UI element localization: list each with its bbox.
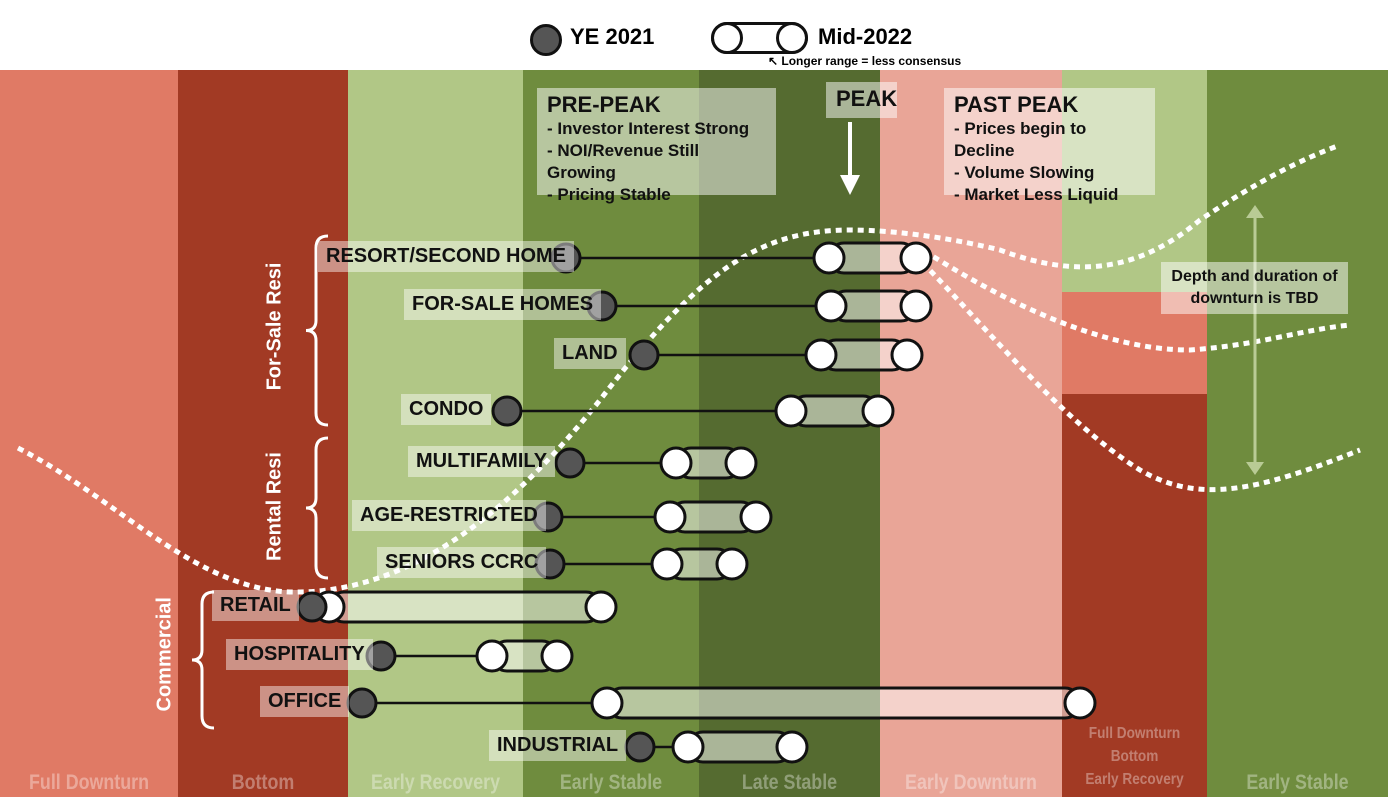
group-label-commercial: Commercial bbox=[153, 597, 176, 712]
sector-label: INDUSTRIAL bbox=[489, 730, 627, 761]
mid2022-range-start-marker bbox=[475, 639, 509, 673]
rental-resi-bracket bbox=[305, 436, 329, 580]
ye2021-marker bbox=[532, 501, 564, 533]
phase-label: Early Recovery bbox=[370, 771, 501, 794]
ye2021-marker bbox=[554, 447, 586, 479]
for-sale-resi-bracket bbox=[305, 234, 329, 427]
mid2022-range-end-marker bbox=[584, 590, 618, 624]
mid2022-range-end-marker bbox=[899, 241, 933, 275]
mid2022-range-pill bbox=[327, 590, 603, 624]
sector-label: CONDO bbox=[401, 394, 492, 425]
mid2022-range-end-marker bbox=[861, 394, 895, 428]
ye2021-marker bbox=[534, 548, 566, 580]
ye2021-marker bbox=[624, 731, 656, 763]
phase-label: Early Downturn bbox=[905, 771, 1037, 794]
mid2022-range-start-marker bbox=[774, 394, 808, 428]
past-peak-title: PAST PEAK bbox=[954, 92, 1079, 117]
market-cycle-curve bbox=[16, 142, 1341, 595]
ye2021-marker bbox=[365, 640, 397, 672]
past-peak-line: - Prices begin to Decline bbox=[954, 119, 1087, 160]
sector-label: AGE-RESTRICTED bbox=[352, 500, 546, 531]
past-peak-line: - Volume Slowing bbox=[954, 163, 1095, 182]
mid2022-range-end-marker bbox=[890, 338, 924, 372]
mid2022-range-end-marker bbox=[775, 730, 809, 764]
ye2021-marker bbox=[550, 242, 582, 274]
sector-label: RESORT/SECOND HOME bbox=[318, 241, 575, 272]
pre-peak-line: - Investor Interest Strong bbox=[547, 119, 750, 138]
mid2022-range-start-marker bbox=[812, 241, 846, 275]
past-peak-line: - Market Less Liquid bbox=[954, 185, 1119, 204]
arrow-up-icon bbox=[1246, 205, 1264, 218]
sector-label: FOR-SALE HOMES bbox=[404, 289, 602, 320]
pre-peak-line: - Pricing Stable bbox=[547, 185, 671, 204]
phase-column: Bottom bbox=[178, 70, 348, 797]
peak-callout: PEAK bbox=[826, 82, 897, 118]
mid2022-range-start-marker bbox=[804, 338, 838, 372]
phase-label: Full Downturn Bottom Early Recovery bbox=[1085, 725, 1184, 788]
phase-label: Bottom bbox=[231, 771, 295, 794]
legend-note-text: Longer range = less consensus bbox=[781, 54, 962, 68]
ye2021-legend-marker bbox=[530, 24, 562, 56]
mid2022-range-end-marker bbox=[1063, 686, 1097, 720]
ye2021-marker bbox=[628, 339, 660, 371]
sector-label: LAND bbox=[554, 338, 626, 369]
pre-peak-title: PRE-PEAK bbox=[547, 92, 661, 117]
mid2022-range-start-marker bbox=[659, 446, 693, 480]
mid2022-range-start-marker bbox=[814, 289, 848, 323]
phase-label: Full Downturn bbox=[29, 771, 149, 794]
pre-peak-line: - NOI/Revenue Still Growing bbox=[547, 141, 700, 182]
pre-peak-callout: PRE-PEAK - Investor Interest Strong - NO… bbox=[537, 88, 776, 204]
ye2021-marker bbox=[586, 290, 618, 322]
group-label-for-sale-resi: For-Sale Resi bbox=[263, 262, 286, 391]
phase-label: Early Stable bbox=[559, 771, 663, 794]
commercial-bracket bbox=[191, 590, 215, 730]
peak-title: PEAK bbox=[836, 86, 898, 111]
mid2022-range-end-marker bbox=[540, 639, 574, 673]
depth-callout: Depth and duration of downturn is TBD bbox=[1161, 262, 1348, 314]
mid2022-range-start-marker bbox=[650, 547, 684, 581]
mid2022-range-end-marker bbox=[899, 289, 933, 323]
phase-label: Early Stable bbox=[1246, 771, 1349, 794]
sector-label: RETAIL bbox=[212, 590, 299, 621]
ye2021-marker bbox=[491, 395, 523, 427]
sector-label: MULTIFAMILY bbox=[408, 446, 556, 477]
ye2021-marker bbox=[296, 591, 328, 623]
sector-label: HOSPITALITY bbox=[226, 639, 373, 670]
phase-column: Full Downturn bbox=[0, 70, 178, 797]
past-peak-callout: PAST PEAK - Prices begin to Decline - Vo… bbox=[944, 88, 1155, 204]
ye2021-legend-label: YE 2021 bbox=[570, 24, 655, 49]
group-label-rental-resi: Rental Resi bbox=[263, 452, 286, 561]
legend-note: ↖ Longer range = less consensus bbox=[768, 54, 962, 68]
arrow-down-icon bbox=[840, 175, 860, 195]
downturn-scenario-mild bbox=[913, 242, 1351, 353]
phase-column: Early Recovery bbox=[348, 70, 523, 797]
mid2022-legend-marker bbox=[711, 22, 808, 54]
mid2022-range-end-marker bbox=[739, 500, 773, 534]
phase-label: Late Stable bbox=[741, 771, 838, 794]
sector-label: SENIORS CCRC bbox=[377, 547, 547, 578]
mid2022-range-end-marker bbox=[724, 446, 758, 480]
mid2022-range-end-marker bbox=[715, 547, 749, 581]
ye2021-marker bbox=[346, 687, 378, 719]
mid2022-range-start-marker bbox=[671, 730, 705, 764]
mid2022-legend-label: Mid-2022 bbox=[818, 24, 913, 49]
sector-label: OFFICE bbox=[260, 686, 350, 717]
mid2022-range-start-marker bbox=[590, 686, 624, 720]
phase-column: Early Stable bbox=[1207, 70, 1388, 797]
arrow-down-icon bbox=[1246, 462, 1264, 475]
mid2022-range-start-marker bbox=[653, 500, 687, 534]
downturn-scenario-severe bbox=[913, 253, 1361, 493]
mid2022-range-pill bbox=[605, 686, 1082, 720]
